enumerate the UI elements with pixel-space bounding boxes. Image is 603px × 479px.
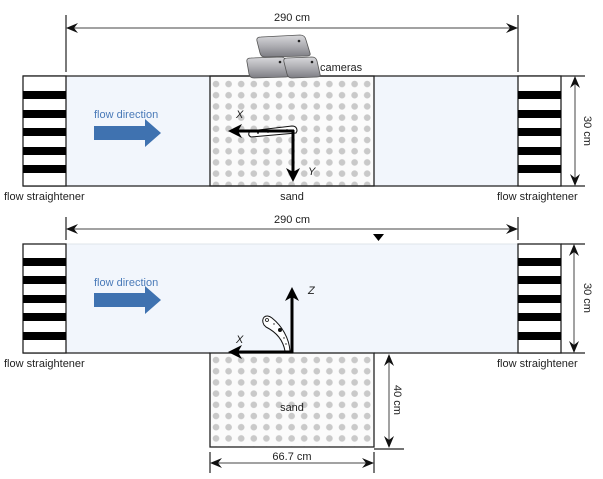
- top-sand-label: sand: [280, 191, 304, 203]
- top-axis-x-label: X: [235, 109, 244, 121]
- sand-depth-dimension: 40 cm: [374, 354, 404, 450]
- sand-length-label: 66.7 cm: [272, 451, 311, 463]
- side-depth-label: 30 cm: [581, 283, 593, 313]
- side-right-flow-straightener: [517, 243, 562, 354]
- cameras: cameras: [246, 34, 363, 79]
- flow-arrow-icon: [94, 119, 161, 147]
- top-view: 290 cm: [4, 12, 593, 203]
- side-sand-label: sand: [280, 402, 304, 414]
- sand-depth-label: 40 cm: [391, 385, 403, 415]
- side-sand-pit: [209, 352, 375, 448]
- top-length-label: 290 cm: [274, 12, 310, 24]
- side-view: 290 cm: [4, 214, 593, 473]
- side-axis-z-label: Z: [307, 285, 316, 297]
- side-right-straightener-label: flow straightener: [497, 358, 578, 370]
- top-width-dimension: 30 cm: [570, 76, 593, 186]
- cameras-label: cameras: [320, 62, 363, 74]
- top-flow-label: flow direction: [94, 109, 158, 121]
- water-level-icon: [373, 234, 384, 241]
- side-length-dimension: 290 cm: [65, 214, 519, 240]
- sand-length-dimension: 66.7 cm: [209, 451, 375, 473]
- side-flow-direction: flow direction: [94, 277, 161, 314]
- side-length-label: 290 cm: [274, 214, 310, 226]
- side-left-straightener-label: flow straightener: [4, 358, 85, 370]
- camera-icon: [283, 56, 321, 79]
- top-right-straightener-label: flow straightener: [497, 191, 578, 203]
- top-width-label: 30 cm: [581, 116, 593, 146]
- top-left-straightener-label: flow straightener: [4, 191, 85, 203]
- camera-icon: [246, 56, 290, 79]
- side-coordinate-axes: X Z: [228, 285, 316, 359]
- side-depth-dimension: 30 cm: [569, 244, 593, 353]
- side-flow-label: flow direction: [94, 277, 158, 289]
- side-axis-x-label: X: [235, 334, 244, 346]
- side-tag: [262, 315, 291, 352]
- top-coordinate-axes: X Y: [228, 109, 316, 182]
- top-right-flow-straightener: [517, 75, 562, 187]
- flow-arrow-icon: [94, 286, 161, 314]
- top-left-flow-straightener: [22, 75, 67, 187]
- top-length-dimension: 290 cm: [65, 12, 519, 72]
- top-axis-y-label: Y: [308, 166, 316, 178]
- top-flow-direction: flow direction: [94, 109, 161, 147]
- side-left-flow-straightener: [22, 243, 67, 354]
- camera-icon: [256, 34, 311, 58]
